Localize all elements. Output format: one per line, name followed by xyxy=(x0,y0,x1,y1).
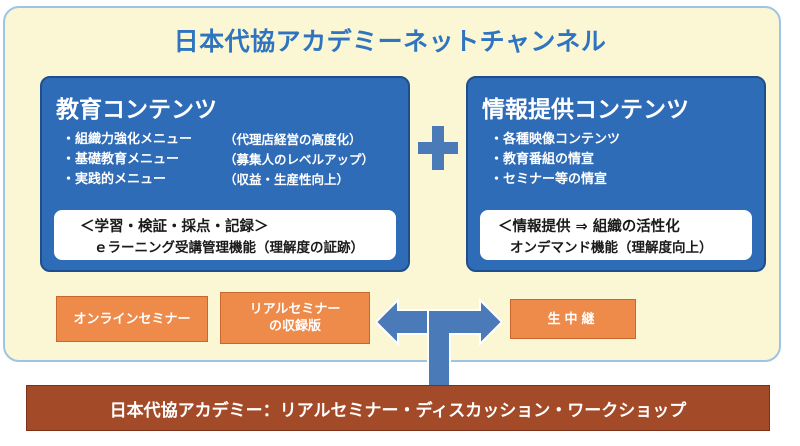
real-seminar-recording-button[interactable]: リアルセミナー の収録版 xyxy=(220,292,370,344)
list-item-label: ・基礎教育メニュー xyxy=(62,152,180,167)
real-seminar-label-line2: の収録版 xyxy=(268,319,321,334)
list-item: ・基礎教育メニュー （募集人のレベルアップ） xyxy=(62,150,408,170)
list-item-label: ・実践的メニュー xyxy=(62,172,167,187)
on-demand-panel: ＜情報提供 ⇒ 組織の活性化 オンデマンド機能（理解度向上） xyxy=(480,210,752,260)
elearning-panel-title: ＜学習・検証・採点・記録＞ xyxy=(80,219,269,235)
list-item: ・セミナー等の情宣 xyxy=(490,172,608,187)
education-heading: 教育コンテンツ xyxy=(56,97,217,123)
list-item-label: ・組織力強化メニュー xyxy=(62,132,193,147)
education-item-list: ・組織力強化メニュー （代理店経営の高度化） ・基礎教育メニュー （募集人のレベ… xyxy=(62,130,408,190)
elearning-panel: ＜学習・検証・採点・記録＞ ｅラーニング受講管理機能（理解度の証跡） xyxy=(54,210,396,260)
list-item: ・各種映像コンテンツ xyxy=(490,132,621,147)
real-seminar-bar: 日本代協アカデミー：リアルセミナー・ディスカッション・ワークショップ xyxy=(26,385,770,431)
on-demand-panel-title: ＜情報提供 ⇒ 組織の活性化 xyxy=(498,219,680,235)
info-heading: 情報提供コンテンツ xyxy=(482,97,689,123)
online-seminar-button[interactable]: オンラインセミナー xyxy=(56,296,208,342)
real-seminar-bar-label: 日本代協アカデミー：リアルセミナー・ディスカッション・ワークショップ xyxy=(109,400,687,421)
live-broadcast-button[interactable]: 生中継 xyxy=(510,299,636,339)
on-demand-panel-text: オンデマンド機能（理解度向上） xyxy=(510,240,713,256)
real-seminar-label-line1: リアルセミナー xyxy=(249,302,341,317)
list-item-note: （収益・生産性向上） xyxy=(224,172,350,187)
list-item: ・実践的メニュー （収益・生産性向上） xyxy=(62,170,408,190)
list-item-note: （代理店経営の高度化） xyxy=(224,132,362,147)
list-item-note: （募集人のレベルアップ） xyxy=(224,152,375,167)
page-title: 日本代協アカデミーネットチャンネル xyxy=(173,27,607,56)
info-item-list: ・各種映像コンテンツ ・教育番組の情宣 ・セミナー等の情宣 xyxy=(490,130,760,190)
education-contents-box: 教育コンテンツ ・組織力強化メニュー （代理店経営の高度化） ・基礎教育メニュー… xyxy=(40,76,410,272)
split-arrow-icon xyxy=(376,297,502,388)
plus-icon xyxy=(418,126,458,170)
list-item: ・組織力強化メニュー （代理店経営の高度化） xyxy=(62,130,408,150)
info-contents-box: 情報提供コンテンツ ・各種映像コンテンツ ・教育番組の情宣 ・セミナー等の情宣 … xyxy=(466,76,766,272)
real-seminar-label: リアルセミナー の収録版 xyxy=(250,301,341,335)
online-seminar-label: オンラインセミナー xyxy=(73,311,191,327)
live-broadcast-label: 生中継 xyxy=(547,311,599,327)
elearning-panel-text: ｅラーニング受講管理機能（理解度の証跡） xyxy=(94,240,364,256)
list-item: ・教育番組の情宣 xyxy=(490,152,595,167)
